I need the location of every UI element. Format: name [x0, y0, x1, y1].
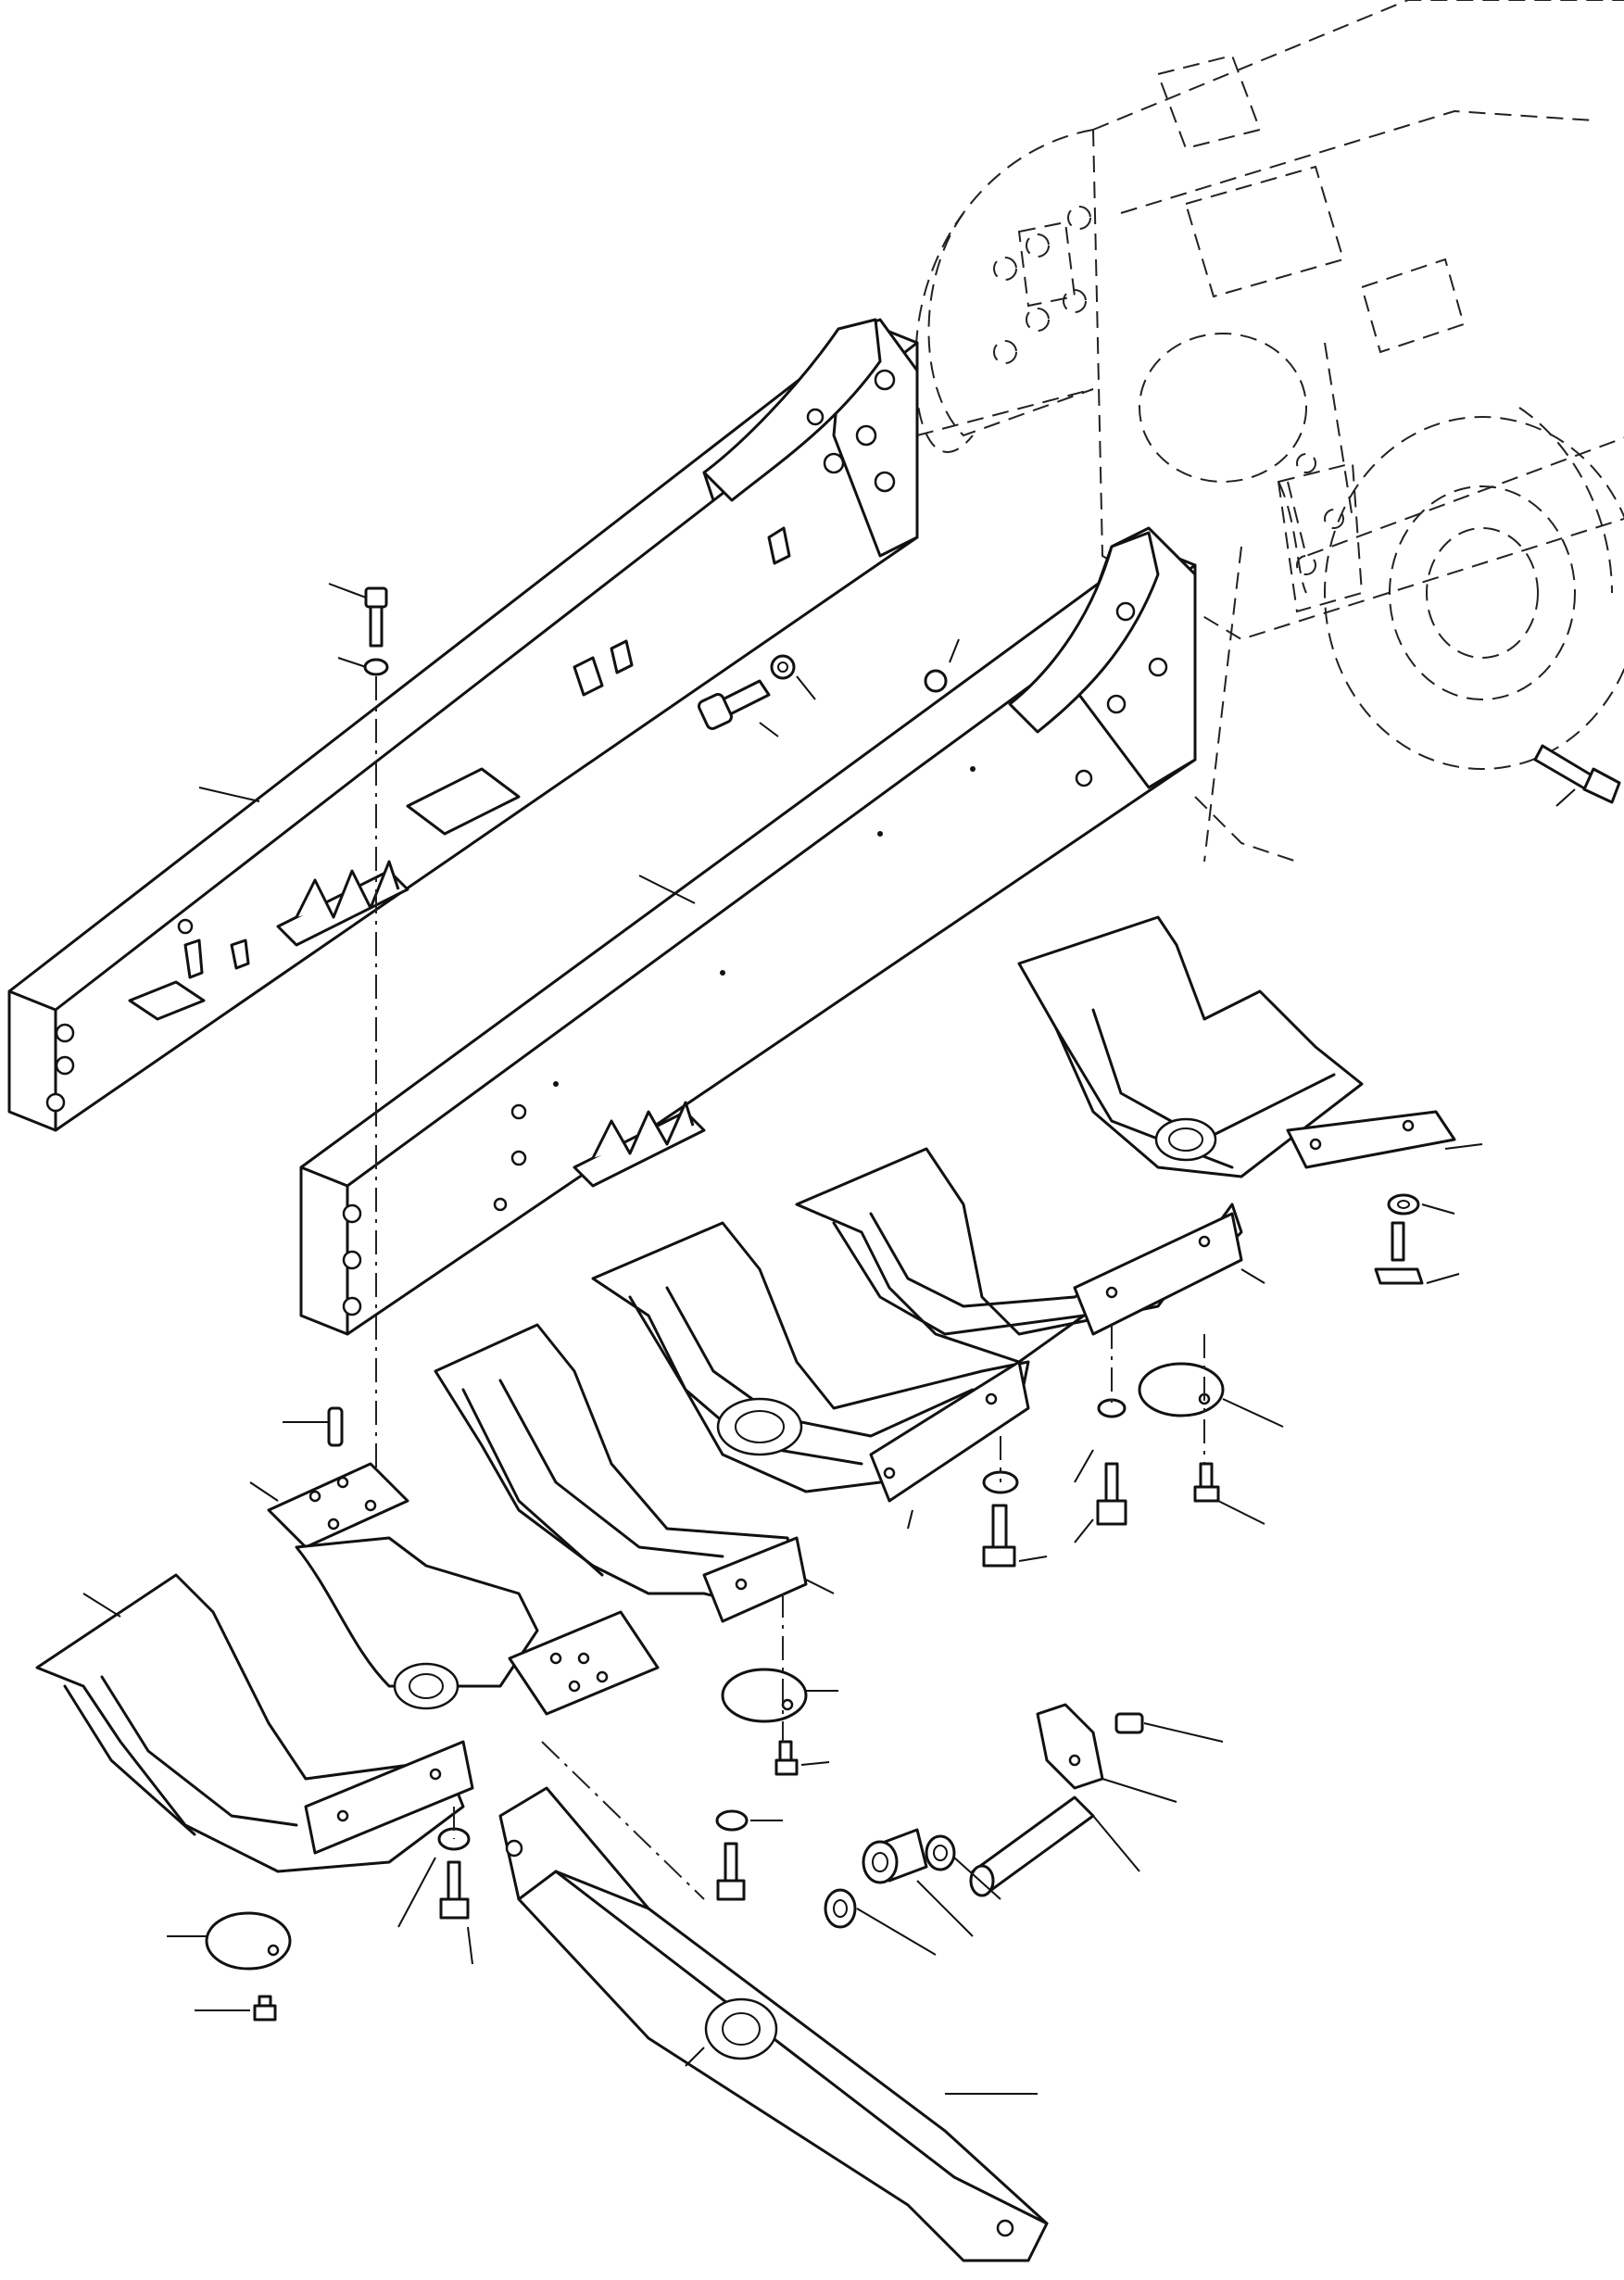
front-cross-member [434, 1323, 835, 1623]
left-end-cross-member [35, 1573, 474, 1873]
fasteners [195, 1193, 1460, 2022]
center-cross-member-2 [591, 1221, 1030, 1530]
pivot-axle-arm [498, 1786, 1049, 2262]
rail-leader-2 [638, 875, 696, 904]
rail-mount-bolt [698, 638, 960, 737]
right-frame-rail [299, 526, 1197, 1336]
alignment-lines [453, 1325, 1205, 1900]
rail-leader [198, 787, 260, 802]
left-frame-rail [7, 318, 919, 1132]
front-mount-plate [249, 1462, 660, 1716]
center-cross-member-1 [795, 1147, 1265, 1364]
housing-bolt [1533, 744, 1621, 807]
cover-plates [167, 1362, 1284, 1971]
pivot-pin-assembly [824, 1703, 1224, 1956]
transmission-housing-outline [914, 0, 1624, 863]
top-bolt [328, 583, 389, 1501]
rear-cross-member [1017, 915, 1483, 1178]
